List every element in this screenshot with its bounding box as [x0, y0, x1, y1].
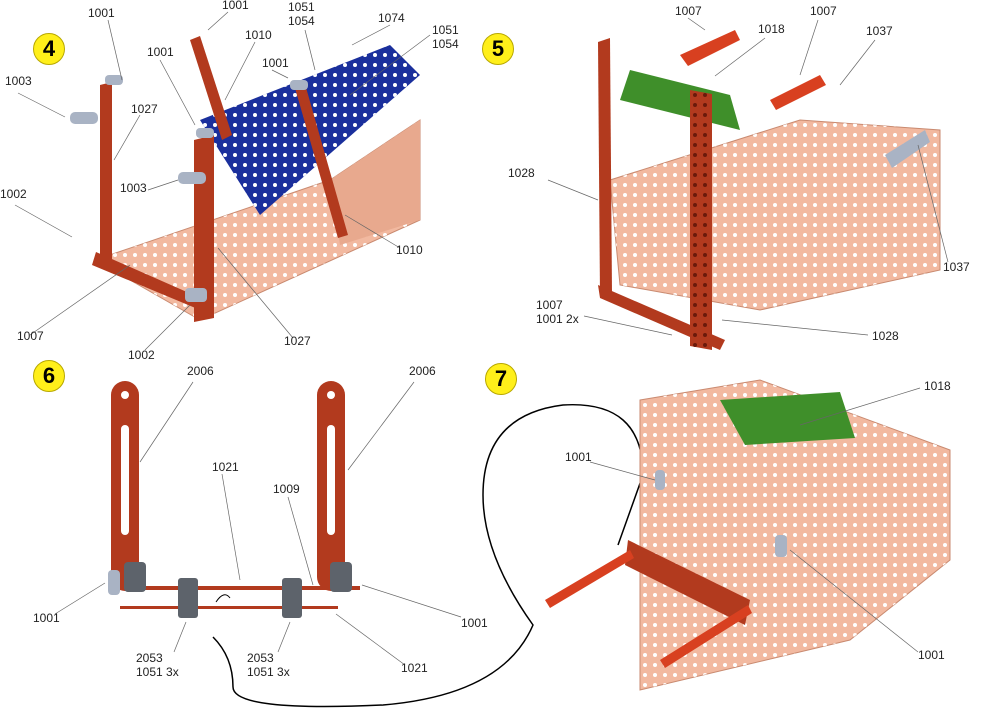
part-label: 1018: [924, 379, 951, 393]
part-label: 1021: [212, 460, 239, 474]
part-label: 1001 2x: [536, 312, 579, 326]
part-label: 1003: [120, 181, 147, 195]
part-label: 1009: [273, 482, 300, 496]
part-label: 1001: [147, 45, 174, 59]
part-label: 1028: [872, 329, 899, 343]
step-badge-5: 5: [482, 33, 514, 65]
step-7-leader-lines: [589, 387, 921, 653]
part-label: 1003: [5, 74, 32, 88]
part-label: 1037: [866, 24, 893, 38]
step-badge-6: 6: [33, 360, 65, 392]
part-label: 1028: [508, 166, 535, 180]
step-badge-7: 7: [485, 363, 517, 395]
part-label: 1001: [918, 648, 945, 662]
part-label: 2006: [187, 364, 214, 378]
step-6-model: [108, 381, 360, 618]
step-6-leader-lines: [54, 381, 462, 666]
step-5-model: [598, 30, 941, 350]
part-label: 1001: [461, 616, 488, 630]
part-label: 1051: [288, 0, 315, 14]
part-label: 1021: [401, 661, 428, 675]
part-label: 1027: [284, 334, 311, 348]
part-label: 1002: [0, 187, 27, 201]
part-label: 1007: [536, 298, 563, 312]
part-label: 1051 3x: [247, 665, 290, 679]
part-label: 1002: [128, 348, 155, 362]
part-label: 2006: [409, 364, 436, 378]
part-label: 1018: [758, 22, 785, 36]
part-label: 1074: [378, 11, 405, 25]
part-label: 1027: [131, 102, 158, 116]
part-label: 1007: [675, 4, 702, 18]
step-4-model: [70, 36, 421, 322]
part-label: 1001: [222, 0, 249, 12]
part-label: 1001: [88, 6, 115, 20]
step-4-leader-lines: [14, 11, 431, 351]
part-label: 1010: [245, 28, 272, 42]
part-label: 1001: [262, 56, 289, 70]
part-label: 1051: [432, 23, 459, 37]
part-label: 1001: [565, 450, 592, 464]
part-label: 1001: [33, 611, 60, 625]
step-5-leader-lines: [547, 17, 949, 336]
part-label: 1037: [943, 260, 970, 274]
part-label: 2053: [136, 651, 163, 665]
connector-curve: [212, 403, 644, 708]
step-7-model: [545, 379, 951, 691]
part-label: 2053: [247, 651, 274, 665]
step-badge-4: 4: [33, 33, 65, 65]
part-label: 1054: [432, 37, 459, 51]
part-label: 1010: [396, 243, 423, 257]
part-label: 1007: [17, 329, 44, 343]
part-label: 1007: [810, 4, 837, 18]
part-label: 1054: [288, 14, 315, 28]
part-label: 1051 3x: [136, 665, 179, 679]
